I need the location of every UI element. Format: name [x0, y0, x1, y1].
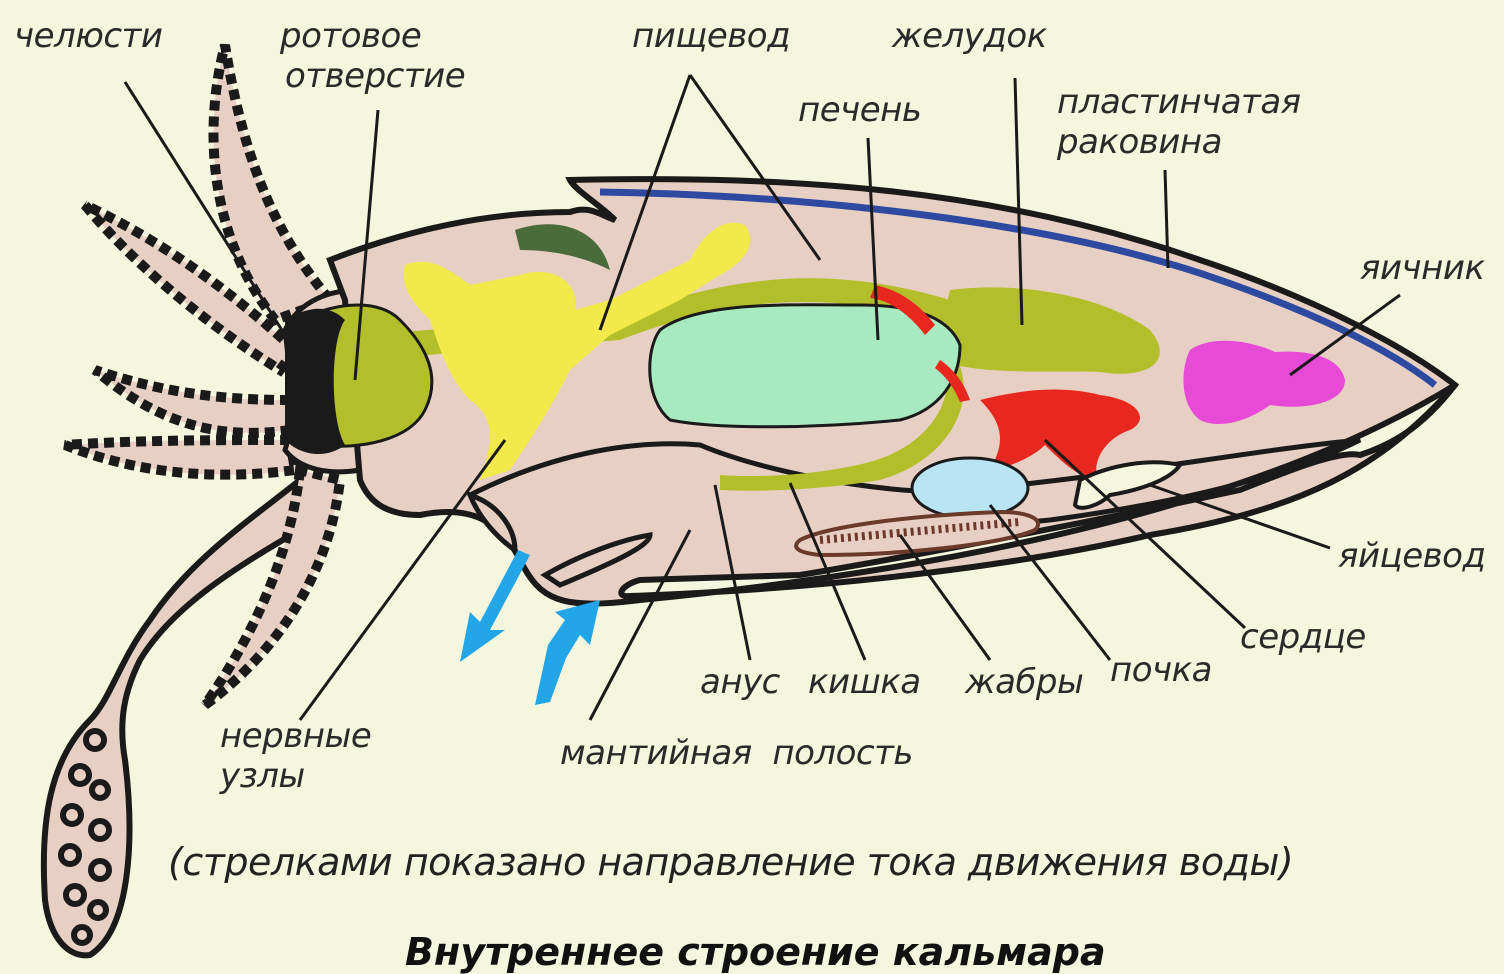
label-anus: анус [700, 662, 780, 702]
label-mantle-cavity: мантийная полость [560, 733, 913, 773]
arm-lower [65, 440, 295, 475]
liver [650, 305, 960, 427]
label-heart: сердце [1240, 617, 1366, 657]
label-shell-line1: пластинчатая [1057, 82, 1301, 122]
label-gills: жабры [965, 662, 1083, 702]
label-oviduct: яйцевод [1338, 536, 1485, 576]
label-stomach: желудок [892, 16, 1047, 56]
arm-middle [95, 370, 290, 433]
label-nerve-line2: узлы [220, 756, 305, 796]
label-liver: печень [798, 90, 921, 130]
arrow-in-icon [535, 600, 600, 705]
arrow-out-icon [460, 550, 530, 662]
label-intestine: кишка [808, 662, 921, 702]
label-nerve-line1: нервные [220, 716, 371, 756]
label-mouth-line1: ротовое [280, 16, 421, 56]
caption: (стрелками показано направление тока дви… [168, 840, 1293, 884]
label-jaws: челюсти [14, 16, 162, 56]
label-kidney: почка [1110, 650, 1212, 690]
label-shell-line2: раковина [1057, 122, 1222, 162]
label-esophagus: пищевод [632, 16, 790, 56]
label-ovary: яичник [1360, 248, 1485, 288]
kidney [912, 458, 1028, 518]
label-mouth-line2: отверстие [285, 56, 465, 96]
diagram-title: Внутреннее строение кальмара [405, 930, 1106, 974]
